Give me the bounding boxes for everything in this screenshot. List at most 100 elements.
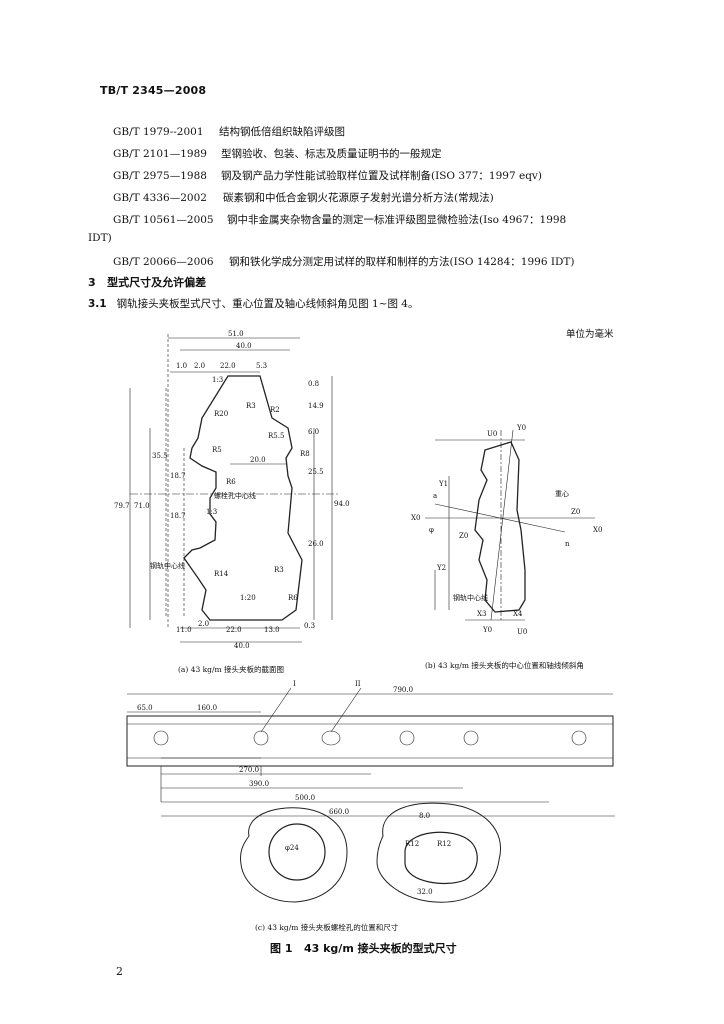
drawing-a-cross-section: 51.0 40.0 1.0 2.0 22.0 5.3 1:3 R3 R20 R5… — [114, 330, 350, 650]
dim-500: 500.0 — [295, 794, 315, 802]
dim-18-7-b: 18.7 — [170, 512, 186, 520]
dim-40-top: 40.0 — [236, 342, 252, 350]
radius-r12-a: R12 — [405, 840, 419, 848]
label-phi: φ — [429, 526, 434, 534]
label-u0-bottom: U0 — [517, 628, 527, 636]
dim-94: 94.0 — [334, 500, 350, 508]
dim-270: 270.0 — [239, 766, 259, 774]
label-x0-left: X0 — [411, 514, 420, 522]
label-x4: X4 — [513, 610, 523, 618]
rail-centerline-label: 钢轨中心线 — [150, 561, 185, 570]
label-y2: Y2 — [436, 564, 446, 572]
label-x0-right: X0 — [593, 526, 602, 534]
label-x3: X3 — [477, 610, 486, 618]
label-y0-bottom: Y0 — [482, 626, 492, 634]
rail-centerline-b: 钢轨中心线 — [453, 593, 488, 602]
reference-continuation: IDT) — [88, 232, 112, 244]
dim-11: 11.0 — [176, 626, 192, 634]
dim-22-bottom: 22.0 — [226, 626, 242, 634]
detail-i-hole — [268, 823, 326, 881]
page-number: 2 — [116, 965, 123, 978]
label-n: n — [565, 540, 570, 548]
label-y1: Y1 — [438, 480, 448, 488]
dim-13: 13.0 — [264, 626, 280, 634]
label-cg: 重心 — [555, 490, 569, 498]
dim-6: 6.0 — [308, 428, 319, 436]
radius-r8: R8 — [300, 450, 310, 458]
dim-65: 65.0 — [137, 704, 153, 712]
dim-660: 660.0 — [329, 808, 349, 816]
dim-71: 71.0 — [134, 502, 150, 510]
dim-8: 8.0 — [419, 812, 430, 820]
dim-0-8: 0.8 — [308, 380, 319, 388]
joint-bar-outline-b — [474, 441, 526, 613]
caption-c: (c) 43 kg/m 接头夹板螺栓孔的位置和尺寸 — [255, 923, 399, 932]
bolt-hole-5 — [463, 730, 479, 746]
unit-note: 单位为毫米 — [566, 329, 614, 340]
standard-code: TB/T 2345—2008 — [100, 84, 207, 97]
marker-i: I — [293, 680, 296, 688]
caption-b: (b) 43 kg/m 接头夹板的中心位置和轴线倾斜角 — [425, 661, 584, 670]
dim-20: 20.0 — [250, 456, 266, 464]
radius-r14: R14 — [214, 570, 229, 578]
dim-79-7: 79.7 — [114, 502, 130, 510]
bolt-hole-1 — [153, 730, 169, 746]
dim-0-3: 0.3 — [304, 622, 315, 630]
figure-title: 图 1 43 kg/m 接头夹板的型式尺寸 — [270, 942, 457, 955]
dim-40-bottom: 40.0 — [234, 642, 250, 650]
dim-35-5: 35.5 — [152, 452, 168, 460]
drawing-b-center-of-gravity: U0 Y0 Y1 a 重心 X0 Z0 X0 φ Z0 n Y2 钢轨中心线 X… — [411, 424, 602, 636]
dim-790: 790.0 — [393, 686, 413, 694]
slope-1-20: 1:20 — [240, 594, 256, 602]
detail-i-outline — [240, 807, 348, 903]
slope-1-3-b: 1:3 — [206, 508, 217, 516]
dim-26: 26.0 — [308, 540, 324, 548]
radius-r6: R6 — [226, 478, 236, 486]
bolt-hole-centerline-label: 螺栓孔中心线 — [214, 491, 256, 500]
detail-ii-outline — [376, 802, 501, 903]
subsection-paragraph: 3.1 钢轨接头夹板型式尺寸、重心位置及轴心线倾斜角见图 1~图 4。 — [88, 298, 419, 310]
drawing-c-bolt-holes: I II 790.0 65.0 160.0 270.0 390.0 500.0 … — [126, 680, 615, 903]
label-a: a — [433, 492, 437, 500]
bolt-hole-2 — [253, 730, 269, 746]
radius-r20: R20 — [214, 410, 228, 418]
radius-r6-b: R6 — [288, 594, 298, 602]
bolt-hole-6 — [571, 730, 587, 746]
label-z0-left: Z0 — [459, 532, 468, 540]
dim-phi24: φ24 — [285, 844, 299, 852]
radius-r5-5: R5.5 — [268, 432, 284, 440]
dim-25-5: 25.5 — [308, 468, 324, 476]
dim-51: 51.0 — [228, 330, 244, 338]
radius-r3: R3 — [246, 402, 256, 410]
dim-14-9: 14.9 — [308, 402, 324, 410]
dim-390: 390.0 — [249, 780, 269, 788]
radius-r5: R5 — [212, 446, 222, 454]
label-u0: U0 — [487, 430, 497, 438]
label-z0-right: Z0 — [571, 508, 580, 516]
dim-5-3: 5.3 — [256, 362, 267, 370]
radius-r12-b: R12 — [437, 840, 451, 848]
dim-18-7-a: 18.7 — [170, 472, 186, 480]
bolt-hole-3 — [321, 730, 341, 746]
marker-ii: II — [355, 680, 361, 688]
joint-bar-plan-view — [126, 715, 614, 767]
label-y0: Y0 — [516, 424, 526, 432]
dim-1: 1.0 — [176, 362, 187, 370]
dim-22: 22.0 — [220, 362, 236, 370]
caption-a: (a) 43 kg/m 接头夹板的截面图 — [178, 665, 285, 674]
radius-r2: R2 — [270, 406, 280, 414]
section-heading: 3 型式尺寸及允许偏差 — [88, 276, 207, 289]
radius-r3-b: R3 — [274, 566, 284, 574]
detail-ii-hole — [404, 831, 478, 885]
dim-32: 32.0 — [417, 888, 433, 896]
slope-1-3-a: 1:3 — [212, 376, 223, 384]
joint-bar-section-outline — [183, 375, 303, 621]
bolt-hole-4 — [399, 730, 415, 746]
dim-2: 2.0 — [194, 362, 205, 370]
